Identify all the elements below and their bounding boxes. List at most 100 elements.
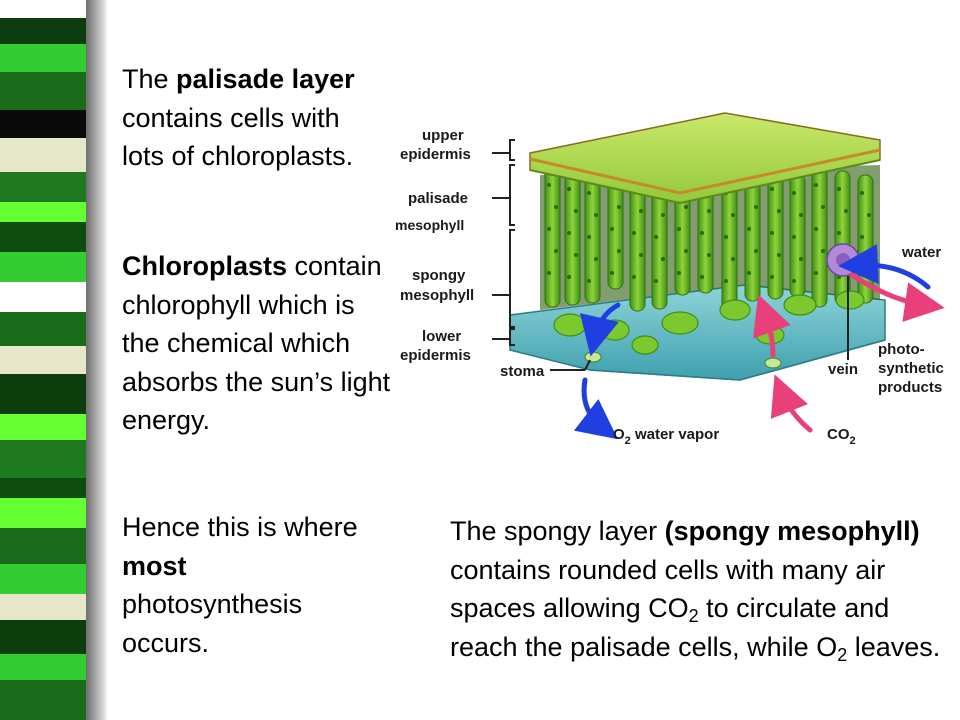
stripe-bar: [0, 282, 86, 312]
chloroplast-dot: [594, 213, 598, 217]
stripe-bar: [0, 172, 86, 202]
chloroplast-dot: [814, 227, 818, 231]
palisade-cell: [564, 170, 581, 306]
chloroplast-dot: [731, 213, 735, 217]
chloroplast-dot: [821, 249, 825, 253]
stripe-bar: [0, 110, 86, 138]
palisade-cell: [584, 174, 601, 304]
chloroplast-dot: [747, 271, 751, 275]
chloroplast-dot: [867, 257, 871, 261]
chloroplast-dot: [814, 271, 818, 275]
chloroplast-dot: [617, 205, 621, 209]
stripe-bar: [0, 44, 86, 72]
stripe-bar: [0, 498, 86, 528]
chloroplast-dot: [554, 249, 558, 253]
chloroplast-dot: [587, 191, 591, 195]
chloroplast-dot: [777, 253, 781, 257]
stripe-bar: [0, 564, 86, 594]
chloroplasts-text: Chloroplasts contain chlorophyll which i…: [122, 251, 391, 435]
chloroplast-dot: [610, 227, 614, 231]
chloroplast-dot: [554, 205, 558, 209]
label-co2: CO2: [827, 426, 856, 447]
label-o2-water-vapor: O2 water vapor: [613, 426, 719, 447]
label-products: products: [878, 379, 942, 396]
stripe-bar: [0, 202, 86, 222]
chloroplast-dot: [654, 235, 658, 239]
palisade-cell: [767, 170, 784, 300]
stripe-bar: [0, 252, 86, 282]
hence-text: Hence this is where most photosynthesis …: [122, 512, 358, 658]
palisade-cell: [811, 166, 828, 308]
chloroplast-dot: [860, 235, 864, 239]
chloroplast-dot: [867, 213, 871, 217]
chloroplast-dot: [654, 279, 658, 283]
inner-co2-arrow: [753, 294, 791, 358]
chloroplast-dot: [707, 209, 711, 213]
chloroplast-dot: [770, 187, 774, 191]
chloroplast-dot: [547, 271, 551, 275]
chloroplast-dot: [799, 257, 803, 261]
o2-out-arrow: [573, 377, 618, 440]
chloroplast-dot: [661, 213, 665, 217]
label-epidermis-lower: epidermis: [400, 347, 471, 364]
spongy-mesophyll-term: (spongy mesophyll): [664, 516, 920, 546]
chloroplast-dot: [792, 191, 796, 195]
chloroplast-dot: [754, 249, 758, 253]
most-term: most: [122, 550, 187, 581]
chloroplast-dot: [821, 205, 825, 209]
chloroplast-dot: [661, 257, 665, 261]
label-vein: vein: [828, 361, 858, 378]
chloroplast-dot: [547, 227, 551, 231]
label-mesophyll-palisade: mesophyll: [395, 217, 464, 233]
stripe-bar: [0, 0, 86, 18]
chloroplast-dot: [837, 231, 841, 235]
chloroplast-dot: [567, 275, 571, 279]
chloroplast-dot: [860, 191, 864, 195]
stripe-bar: [0, 312, 86, 346]
chloroplast-dot: [724, 235, 728, 239]
chloroplast-dot: [684, 205, 688, 209]
palisade-text: The palisade layer contains cells with l…: [122, 64, 355, 171]
chloroplast-dot: [587, 235, 591, 239]
stripe-bar: [0, 594, 86, 620]
chloroplast-dot: [754, 205, 758, 209]
stripe-bar: [0, 18, 86, 44]
chloroplast-dot: [594, 257, 598, 261]
chloroplast-dot: [747, 227, 751, 231]
stripe-bar: [0, 680, 86, 720]
label-upper: upper: [422, 127, 464, 144]
chloroplast-dot: [707, 253, 711, 257]
stripe-bar: [0, 72, 86, 110]
chloroplast-dot: [639, 209, 643, 213]
chloroplast-dot: [610, 271, 614, 275]
products-arrow: [849, 272, 945, 322]
chloroplast-dot: [777, 209, 781, 213]
chloroplast-dot: [770, 275, 774, 279]
label-stoma: stoma: [500, 363, 545, 380]
chloroplast-dot: [814, 183, 818, 187]
chloroplast-dot: [567, 187, 571, 191]
chloroplast-dot: [574, 253, 578, 257]
chloroplast-dot: [799, 213, 803, 217]
stripe-bar: [0, 528, 86, 564]
leaf-cross-section-diagram: upper epidermis palisade mesophyll spong…: [395, 112, 945, 447]
palisade-cell: [721, 174, 738, 316]
label-palisade: palisade: [408, 190, 468, 207]
label-water: water: [901, 244, 941, 261]
chloroplast-dot: [632, 275, 636, 279]
co2-in-arrow: [770, 374, 813, 433]
chloroplast-dot: [639, 253, 643, 257]
chloroplast-dot: [770, 231, 774, 235]
stripe-bar: [0, 440, 86, 478]
spongy-text: The spongy layer (spongy mesophyll) cont…: [450, 516, 941, 665]
decorative-stripe-column: [0, 0, 108, 720]
label-epidermis-upper: epidermis: [400, 146, 471, 163]
palisade-cell: [544, 166, 561, 308]
chloroplast-dot: [700, 231, 704, 235]
chloroplast-dot: [617, 249, 621, 253]
chloroplast-dot: [792, 235, 796, 239]
inner-o2-arrow: [579, 302, 621, 357]
chloroplast-dot: [632, 231, 636, 235]
label-lower: lower: [422, 328, 461, 345]
label-photo: photo-: [878, 341, 925, 358]
